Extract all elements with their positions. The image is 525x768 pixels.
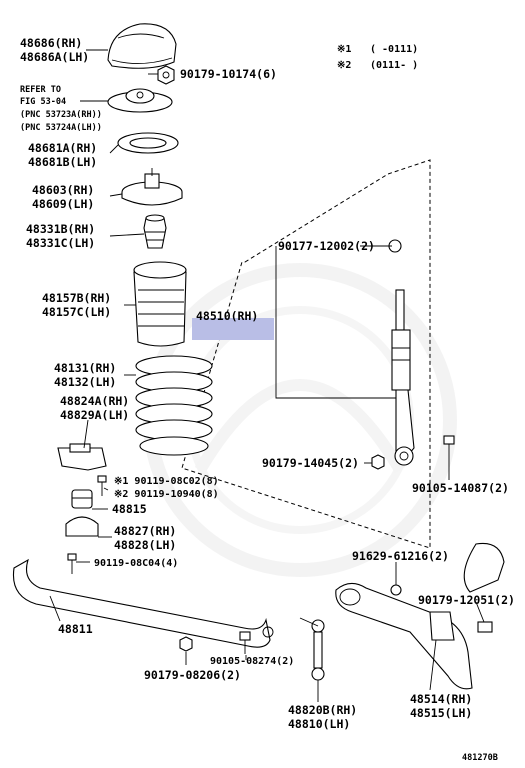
label-48131-rh[interactable]: 48131(RH) xyxy=(54,361,116,375)
nut-90179-10174[interactable] xyxy=(157,65,175,85)
label-90105-14087[interactable]: 90105-14087(2) xyxy=(412,481,509,495)
label-48157c-lh[interactable]: 48157C(LH) xyxy=(42,305,111,319)
highlight-48510 xyxy=(192,318,274,340)
label-90119-08c04[interactable]: 90119-08C04(4) xyxy=(94,558,178,569)
note-2-mark: ※2 xyxy=(337,60,351,71)
bracket-48824[interactable] xyxy=(57,443,107,471)
label-90119-10940[interactable]: ※2 90119-10940(8) xyxy=(114,489,219,500)
label-48681b-lh[interactable]: 48681B(LH) xyxy=(28,155,97,169)
label-90177-12002[interactable]: 90177-12002(2) xyxy=(278,239,375,253)
label-48510-rh[interactable]: 48510(RH) xyxy=(196,309,258,323)
label-refer-to: REFER TO xyxy=(20,85,61,95)
coil-spring-48131[interactable] xyxy=(135,355,213,456)
label-90179-12051[interactable]: 90179-12051(2) xyxy=(418,593,515,607)
label-48824a-rh[interactable]: 48824A(RH) xyxy=(60,394,129,408)
figure-code: 481270B xyxy=(462,753,498,763)
label-48132-lh[interactable]: 48132(LH) xyxy=(54,375,116,389)
dust-boot-48157[interactable] xyxy=(133,261,187,347)
bushing-48815[interactable] xyxy=(71,489,93,509)
notes: ※1 ( -0111) ※2 (0111- ) xyxy=(337,44,418,71)
label-48331c-lh[interactable]: 48331C(LH) xyxy=(26,236,95,250)
label-48829a-lh[interactable]: 48829A(LH) xyxy=(60,408,129,422)
bump-stopper-48331[interactable] xyxy=(143,214,167,249)
upper-support-refer[interactable] xyxy=(107,88,173,113)
stabilizer-link-48820[interactable] xyxy=(299,617,325,692)
label-48815[interactable]: 48815 xyxy=(112,502,147,516)
label-pnc-53724a: (PNC 53724A(LH)) xyxy=(20,123,102,133)
label-48820b-rh[interactable]: 48820B(RH) xyxy=(288,703,357,717)
shock-absorber-48510[interactable] xyxy=(388,239,415,466)
nut-90179-12051[interactable] xyxy=(477,621,493,633)
bearing-ring-48681[interactable] xyxy=(117,132,179,154)
note-2-text: (0111- ) xyxy=(370,60,418,71)
bolt-90105-08274[interactable] xyxy=(239,631,251,654)
label-90179-14045[interactable]: 90179-14045(2) xyxy=(262,456,359,470)
note-1-mark: ※1 xyxy=(337,44,351,55)
lower-arm-48514[interactable] xyxy=(335,582,473,690)
label-fig-53-04[interactable]: FIG 53-04 xyxy=(20,97,66,107)
stabilizer-bar-48811[interactable] xyxy=(12,558,274,648)
bracket-48827[interactable] xyxy=(65,516,99,537)
strut-mount-48603[interactable] xyxy=(121,168,183,206)
leader-lines xyxy=(49,49,485,702)
label-90105-08274[interactable]: 90105-08274(2) xyxy=(210,656,294,667)
label-90179-10174[interactable]: 90179-10174(6) xyxy=(180,67,277,81)
label-48157b-rh[interactable]: 48157B(RH) xyxy=(42,291,111,305)
label-48681a-rh[interactable]: 48681A(RH) xyxy=(28,141,97,155)
label-48686a-lh[interactable]: 48686A(LH) xyxy=(20,50,89,64)
label-pnc-53723a: (PNC 53723A(RH)) xyxy=(20,110,102,120)
nut-90179-08206[interactable] xyxy=(179,636,193,652)
bolt-90105-14087[interactable] xyxy=(443,435,455,466)
knuckle-bracket[interactable] xyxy=(463,542,505,593)
label-48811[interactable]: 48811 xyxy=(58,622,93,636)
label-48603-rh[interactable]: 48603(RH) xyxy=(32,183,94,197)
bolt-90119-08c02[interactable] xyxy=(97,475,107,496)
label-91629-61216[interactable]: 91629-61216(2) xyxy=(352,549,449,563)
label-48810-lh[interactable]: 48810(LH) xyxy=(288,717,350,731)
bolt-91629-61216[interactable] xyxy=(390,584,402,596)
label-48514-rh[interactable]: 48514(RH) xyxy=(410,692,472,706)
note-1-text: ( -0111) xyxy=(370,44,418,55)
label-48827-rh[interactable]: 48827(RH) xyxy=(114,524,176,538)
bolt-90119-08c04[interactable] xyxy=(67,553,77,574)
label-90119-08c02[interactable]: ※1 90119-08C02(8) xyxy=(114,476,219,487)
dust-cover-48686[interactable] xyxy=(107,23,177,69)
label-48686-rh[interactable]: 48686(RH) xyxy=(20,36,82,50)
label-48609-lh[interactable]: 48609(LH) xyxy=(32,197,94,211)
label-48828-lh[interactable]: 48828(LH) xyxy=(114,538,176,552)
nut-90179-14045[interactable] xyxy=(371,454,385,470)
label-48515-lh[interactable]: 48515(LH) xyxy=(410,706,472,720)
label-90179-08206[interactable]: 90179-08206(2) xyxy=(144,668,241,682)
label-48331b-rh[interactable]: 48331B(RH) xyxy=(26,222,95,236)
